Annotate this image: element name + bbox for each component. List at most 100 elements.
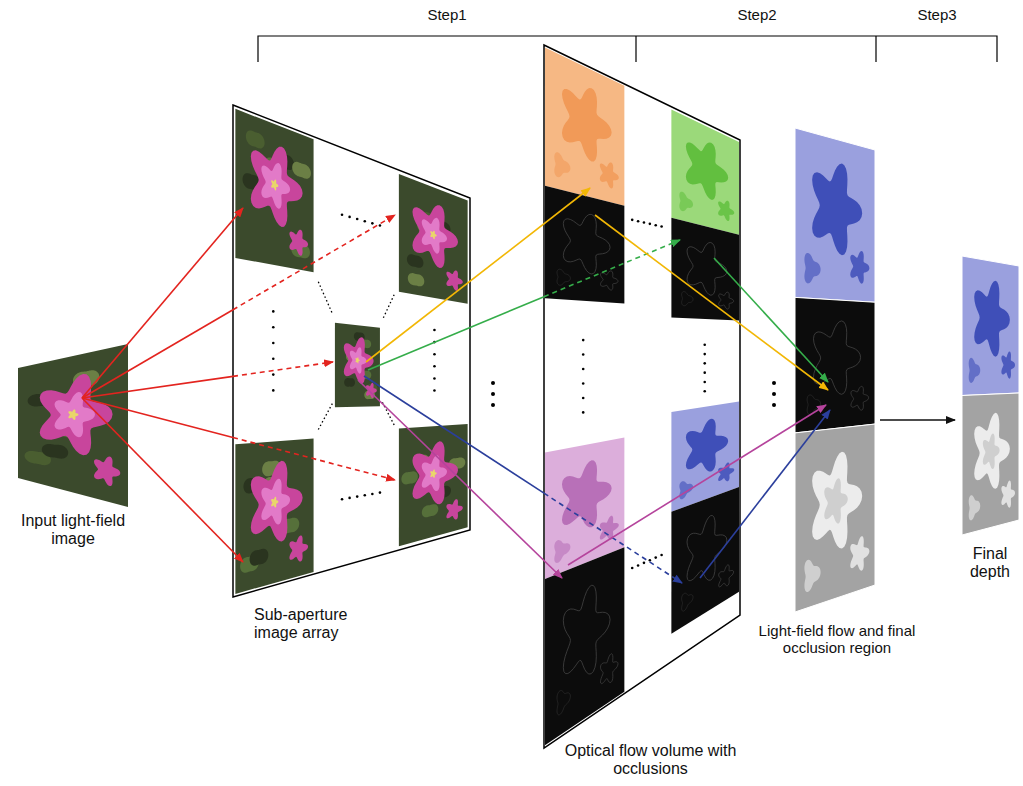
ellipsis-dot <box>703 343 706 346</box>
flow-region <box>969 358 981 383</box>
ellipsis-dot <box>433 389 436 392</box>
arrow-line <box>366 188 590 362</box>
ellipsis-dot <box>363 494 366 497</box>
edge-texture <box>600 271 618 290</box>
edge-texture <box>563 214 610 274</box>
ellipsis-dot <box>703 390 706 393</box>
ellipsis-dot <box>433 353 436 356</box>
ellipsis-dot <box>272 357 275 360</box>
ellipsis-dot <box>643 221 646 224</box>
edge-texture <box>813 321 860 394</box>
caption-text: Sub-aperture image array <box>254 606 374 643</box>
image-ground <box>18 344 128 507</box>
flow-region <box>686 419 728 472</box>
image-ground <box>545 547 624 745</box>
ellipsis-dot <box>772 381 776 385</box>
ellipsis-dot <box>371 493 374 496</box>
flow-arrow <box>595 215 828 390</box>
ellipsis-dot <box>772 403 776 407</box>
ellipsis-dot <box>703 353 706 356</box>
leaf <box>292 162 311 179</box>
flow-region <box>969 495 981 520</box>
arrow-line <box>368 297 544 370</box>
ellipsis-dot <box>491 392 495 396</box>
ellipsis-dot <box>348 497 351 500</box>
ellipsis-dot <box>582 353 585 356</box>
ellipsis-dot <box>637 564 640 567</box>
flow-region <box>679 481 693 499</box>
arrow-line <box>544 240 680 297</box>
ellipsis-dot <box>433 377 436 380</box>
flower <box>261 163 290 209</box>
flower <box>412 205 458 268</box>
edge-texture <box>557 691 570 715</box>
flow-arrow <box>700 410 830 578</box>
ellipsis-dot <box>772 392 776 396</box>
caption: Optical flow volume with occlusions <box>563 742 738 779</box>
flow-region <box>983 433 1000 469</box>
flower-center <box>430 231 436 239</box>
ellipsis-dot <box>379 224 382 227</box>
arrow-line <box>233 438 395 480</box>
ellipsis-dot <box>433 329 436 332</box>
photo-image <box>399 174 468 304</box>
image-node: Input light-field image <box>18 344 128 507</box>
leaf <box>408 273 424 286</box>
flow-arrow <box>366 188 590 362</box>
arrow-line <box>82 398 243 562</box>
ellipsis-dot <box>649 559 652 562</box>
ellipsis-dot <box>637 220 640 223</box>
image-ground <box>962 393 1019 535</box>
flow-region <box>812 164 862 256</box>
caption-text: Optical flow volume with occlusions <box>563 742 738 779</box>
arrow-line <box>233 362 333 376</box>
ellipsis-line <box>318 282 332 314</box>
dark-image <box>545 547 624 745</box>
image-panel <box>544 45 740 748</box>
flow-region <box>718 463 734 482</box>
flower-center <box>271 497 278 508</box>
flower-center <box>68 409 78 420</box>
flower <box>251 461 303 542</box>
edge-texture <box>557 269 570 285</box>
ellipsis-dot <box>582 382 585 385</box>
leaf <box>42 444 68 459</box>
image-ground <box>671 218 739 321</box>
ellipsis-dot <box>703 381 706 384</box>
ellipsis-dot <box>356 218 359 221</box>
arrow-line <box>358 380 562 578</box>
flower-center <box>271 180 278 191</box>
ellipsis-dot <box>582 368 585 371</box>
flower <box>251 147 303 227</box>
photo-image <box>235 109 313 272</box>
ellipsis-dot <box>491 381 495 385</box>
caption-text: Light-field flow and final occlusion reg… <box>752 622 922 657</box>
image-ground <box>235 439 313 594</box>
flower <box>350 347 367 373</box>
ellipsis-dot <box>348 216 351 219</box>
step-bracket <box>258 36 997 62</box>
flow-arrow <box>358 380 562 578</box>
flower <box>289 230 308 256</box>
ellipsis-dot <box>371 222 374 225</box>
flow-region <box>562 88 612 162</box>
ellipsis-dot <box>491 403 495 407</box>
image-node: Optical flow volume with occlusions <box>544 45 740 748</box>
edge-texture <box>682 593 693 611</box>
image-ground <box>795 297 875 433</box>
edge-texture <box>851 386 869 410</box>
flow-region <box>824 478 848 523</box>
grey-image <box>962 393 1019 535</box>
ellipsis-dot <box>272 389 275 392</box>
flow-region <box>686 142 728 199</box>
edge-texture <box>687 516 727 581</box>
arrow-line <box>880 419 955 421</box>
flow-region <box>804 560 820 592</box>
ellipsis-dot <box>582 339 585 342</box>
flow-arrow <box>82 208 243 398</box>
grey-image <box>795 424 875 612</box>
arrow-line <box>82 310 233 398</box>
flower-center <box>430 469 436 477</box>
photo-image <box>18 344 128 507</box>
